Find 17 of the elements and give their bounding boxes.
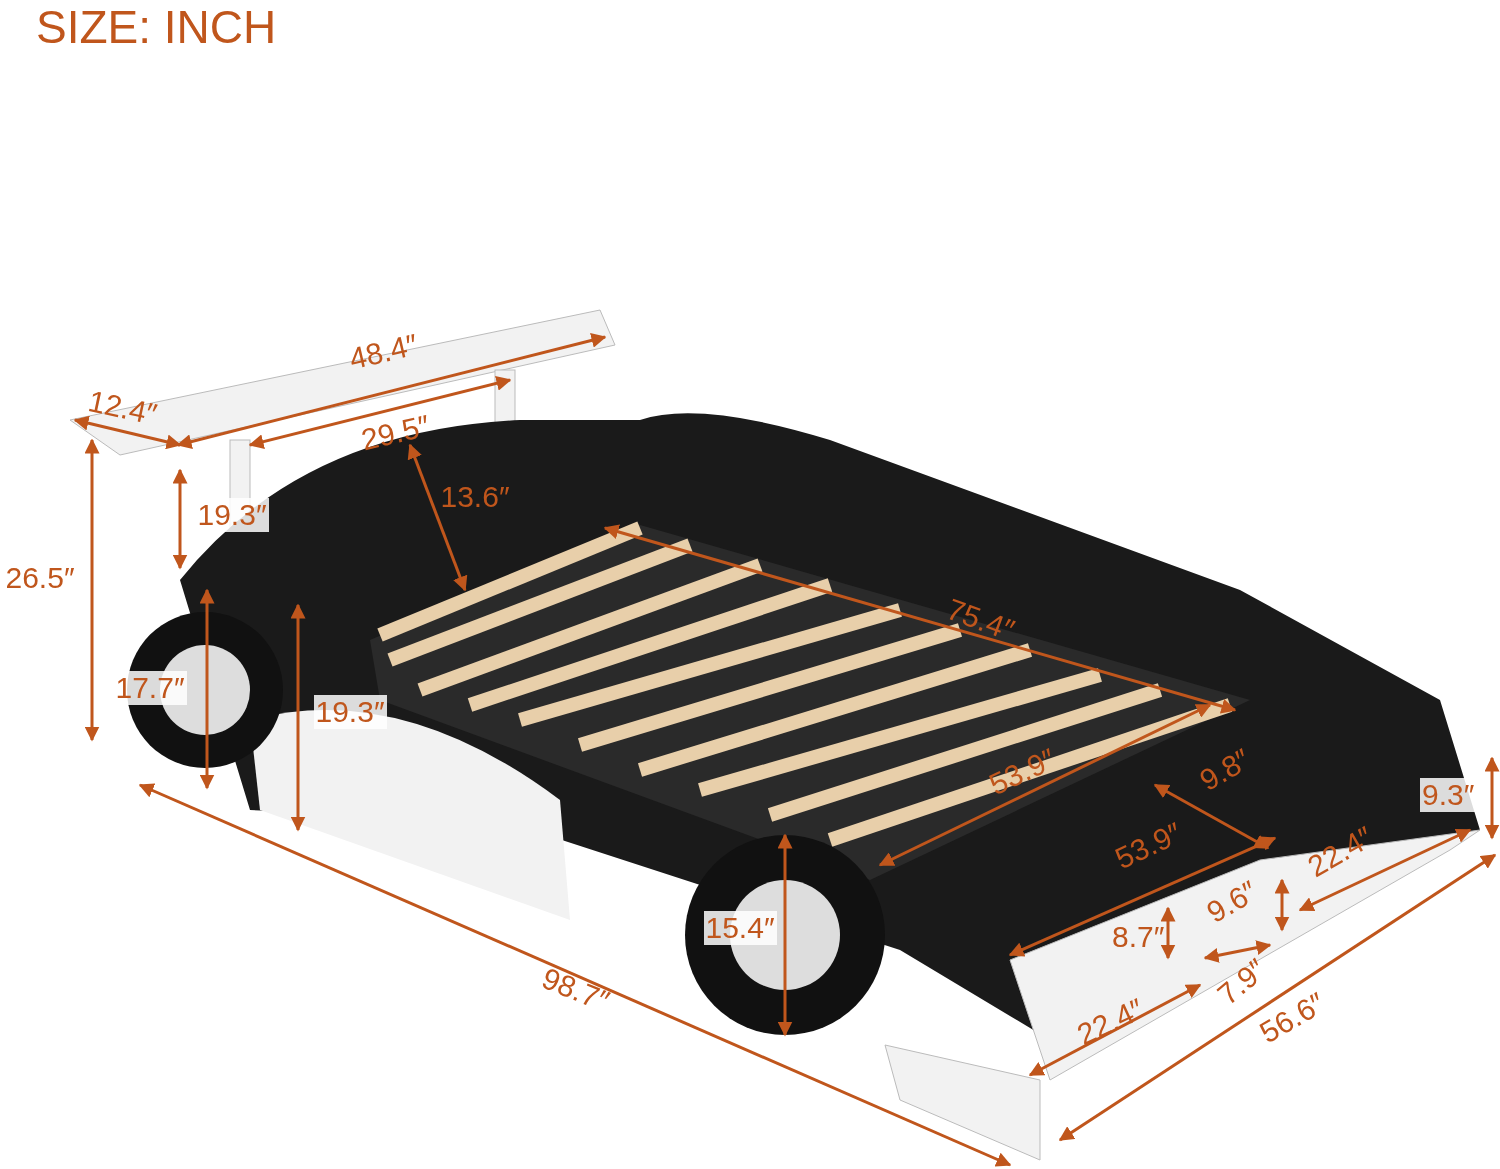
dimension-label: 13.6″ xyxy=(440,480,510,514)
dimension-label: 8.7″ xyxy=(1112,920,1165,954)
dimension-label: 9.8″ xyxy=(1194,742,1257,798)
dimension-label: 15.4″ xyxy=(703,911,777,945)
dimension-label: 53.9″ xyxy=(1109,816,1187,876)
dimension-label: 9.6″ xyxy=(1201,874,1264,930)
dimension-label: 29.5″ xyxy=(357,408,433,458)
dimension-label: 22.4″ xyxy=(1301,820,1379,884)
dimension-label: 53.9″ xyxy=(983,742,1061,802)
dimension-label: 19.3″ xyxy=(313,695,387,729)
dimension-label: 48.4″ xyxy=(345,327,421,377)
dimension-label: 75.4″ xyxy=(941,592,1019,648)
size-unit-heading: SIZE: INCH xyxy=(36,0,277,54)
dimension-label: 98.7″ xyxy=(536,961,614,1019)
dimension-label: 12.4″ xyxy=(84,384,160,432)
dimension-label: 26.5″ xyxy=(5,561,75,595)
dimension-label: 9.3″ xyxy=(1420,778,1477,812)
